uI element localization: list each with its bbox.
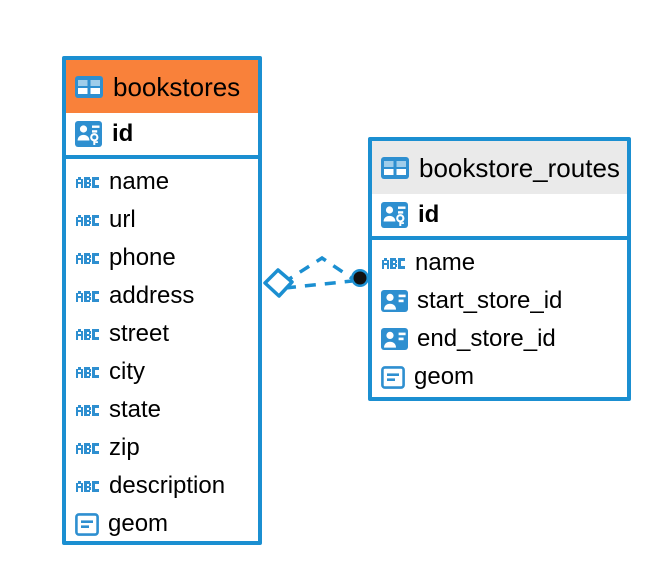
entity-header-bookstore-routes[interactable]: bookstore_routes <box>372 141 627 194</box>
attribute-row[interactable]: url <box>66 201 258 239</box>
attribute-row[interactable]: geom <box>66 505 258 543</box>
filled-circle-marker <box>351 269 369 287</box>
entity-table-bookstores[interactable]: bookstores id <box>62 56 262 545</box>
geometry-icon <box>381 365 405 389</box>
attribute-name: url <box>109 206 136 233</box>
primary-key-name: id <box>418 201 440 228</box>
text-abc-icon <box>75 327 100 341</box>
attribute-row[interactable]: address <box>66 277 258 315</box>
attribute-name: state <box>109 396 162 423</box>
attribute-row[interactable]: phone <box>66 239 258 277</box>
attribute-name: start_store_id <box>417 287 563 314</box>
text-abc-icon <box>381 256 406 270</box>
entity-table-bookstore-routes[interactable]: bookstore_routes id <box>368 137 631 401</box>
table-icon <box>381 156 409 179</box>
attribute-name: phone <box>109 244 176 271</box>
text-abc-icon <box>75 403 100 417</box>
attribute-name: street <box>109 320 170 347</box>
attribute-row[interactable]: start_store_id <box>372 282 627 320</box>
text-abc-icon <box>75 441 100 455</box>
relationship-line-end-store-id[interactable] <box>282 255 354 285</box>
primary-key-row[interactable]: id <box>66 113 258 159</box>
open-diamond-marker <box>263 268 294 298</box>
attribute-name: end_store_id <box>417 325 556 352</box>
attribute-row[interactable]: zip <box>66 429 258 467</box>
primary-key-name: id <box>112 120 134 147</box>
attribute-name: name <box>415 249 476 276</box>
attribute-list: name start_store_id <box>372 240 627 396</box>
attribute-row[interactable]: geom <box>372 358 627 396</box>
text-abc-icon <box>75 365 100 379</box>
attribute-row[interactable]: street <box>66 315 258 353</box>
text-abc-icon <box>75 289 100 303</box>
attribute-name: geom <box>108 510 169 537</box>
entity-title: bookstore_routes <box>419 152 620 183</box>
primary-key-row[interactable]: id <box>372 194 627 240</box>
attribute-name: zip <box>109 434 140 461</box>
attribute-row[interactable]: city <box>66 353 258 391</box>
attribute-row[interactable]: end_store_id <box>372 320 627 358</box>
text-abc-icon <box>75 479 100 493</box>
entity-title: bookstores <box>113 71 241 102</box>
primary-key-icon <box>75 121 102 147</box>
primary-key-icon <box>381 202 408 228</box>
text-abc-icon <box>75 213 100 227</box>
text-abc-icon <box>75 251 100 265</box>
attribute-list: name url phone <box>66 159 258 543</box>
foreign-key-icon <box>381 290 408 312</box>
relationship-line-start-store-id[interactable] <box>284 279 353 290</box>
attribute-row[interactable]: state <box>66 391 258 429</box>
attribute-row[interactable]: name <box>66 163 258 201</box>
attribute-name: address <box>109 282 195 309</box>
geometry-icon <box>75 512 99 536</box>
text-abc-icon <box>75 175 100 189</box>
foreign-key-icon <box>381 328 408 350</box>
table-icon <box>75 75 103 98</box>
attribute-row[interactable]: name <box>372 244 627 282</box>
entity-header-bookstores[interactable]: bookstores <box>66 60 258 113</box>
attribute-row[interactable]: description <box>66 467 258 505</box>
attribute-name: geom <box>414 363 475 390</box>
attribute-name: description <box>109 472 226 499</box>
attribute-name: city <box>109 358 145 385</box>
attribute-name: name <box>109 168 170 195</box>
